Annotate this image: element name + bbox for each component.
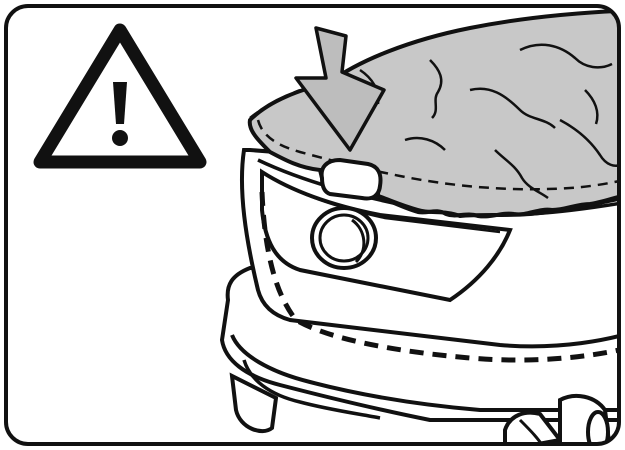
warning-triangle-exclamation-icon xyxy=(33,23,207,169)
caster-wheel-left xyxy=(229,372,279,434)
hose-inlet-port xyxy=(310,206,378,270)
dashed-outline-body xyxy=(259,191,619,363)
dashed-outline-bag xyxy=(256,119,619,191)
bag-collar-tab xyxy=(319,157,383,201)
frame-border xyxy=(4,4,621,446)
vacuum-body xyxy=(239,148,619,363)
down-arrow-icon xyxy=(294,26,386,152)
